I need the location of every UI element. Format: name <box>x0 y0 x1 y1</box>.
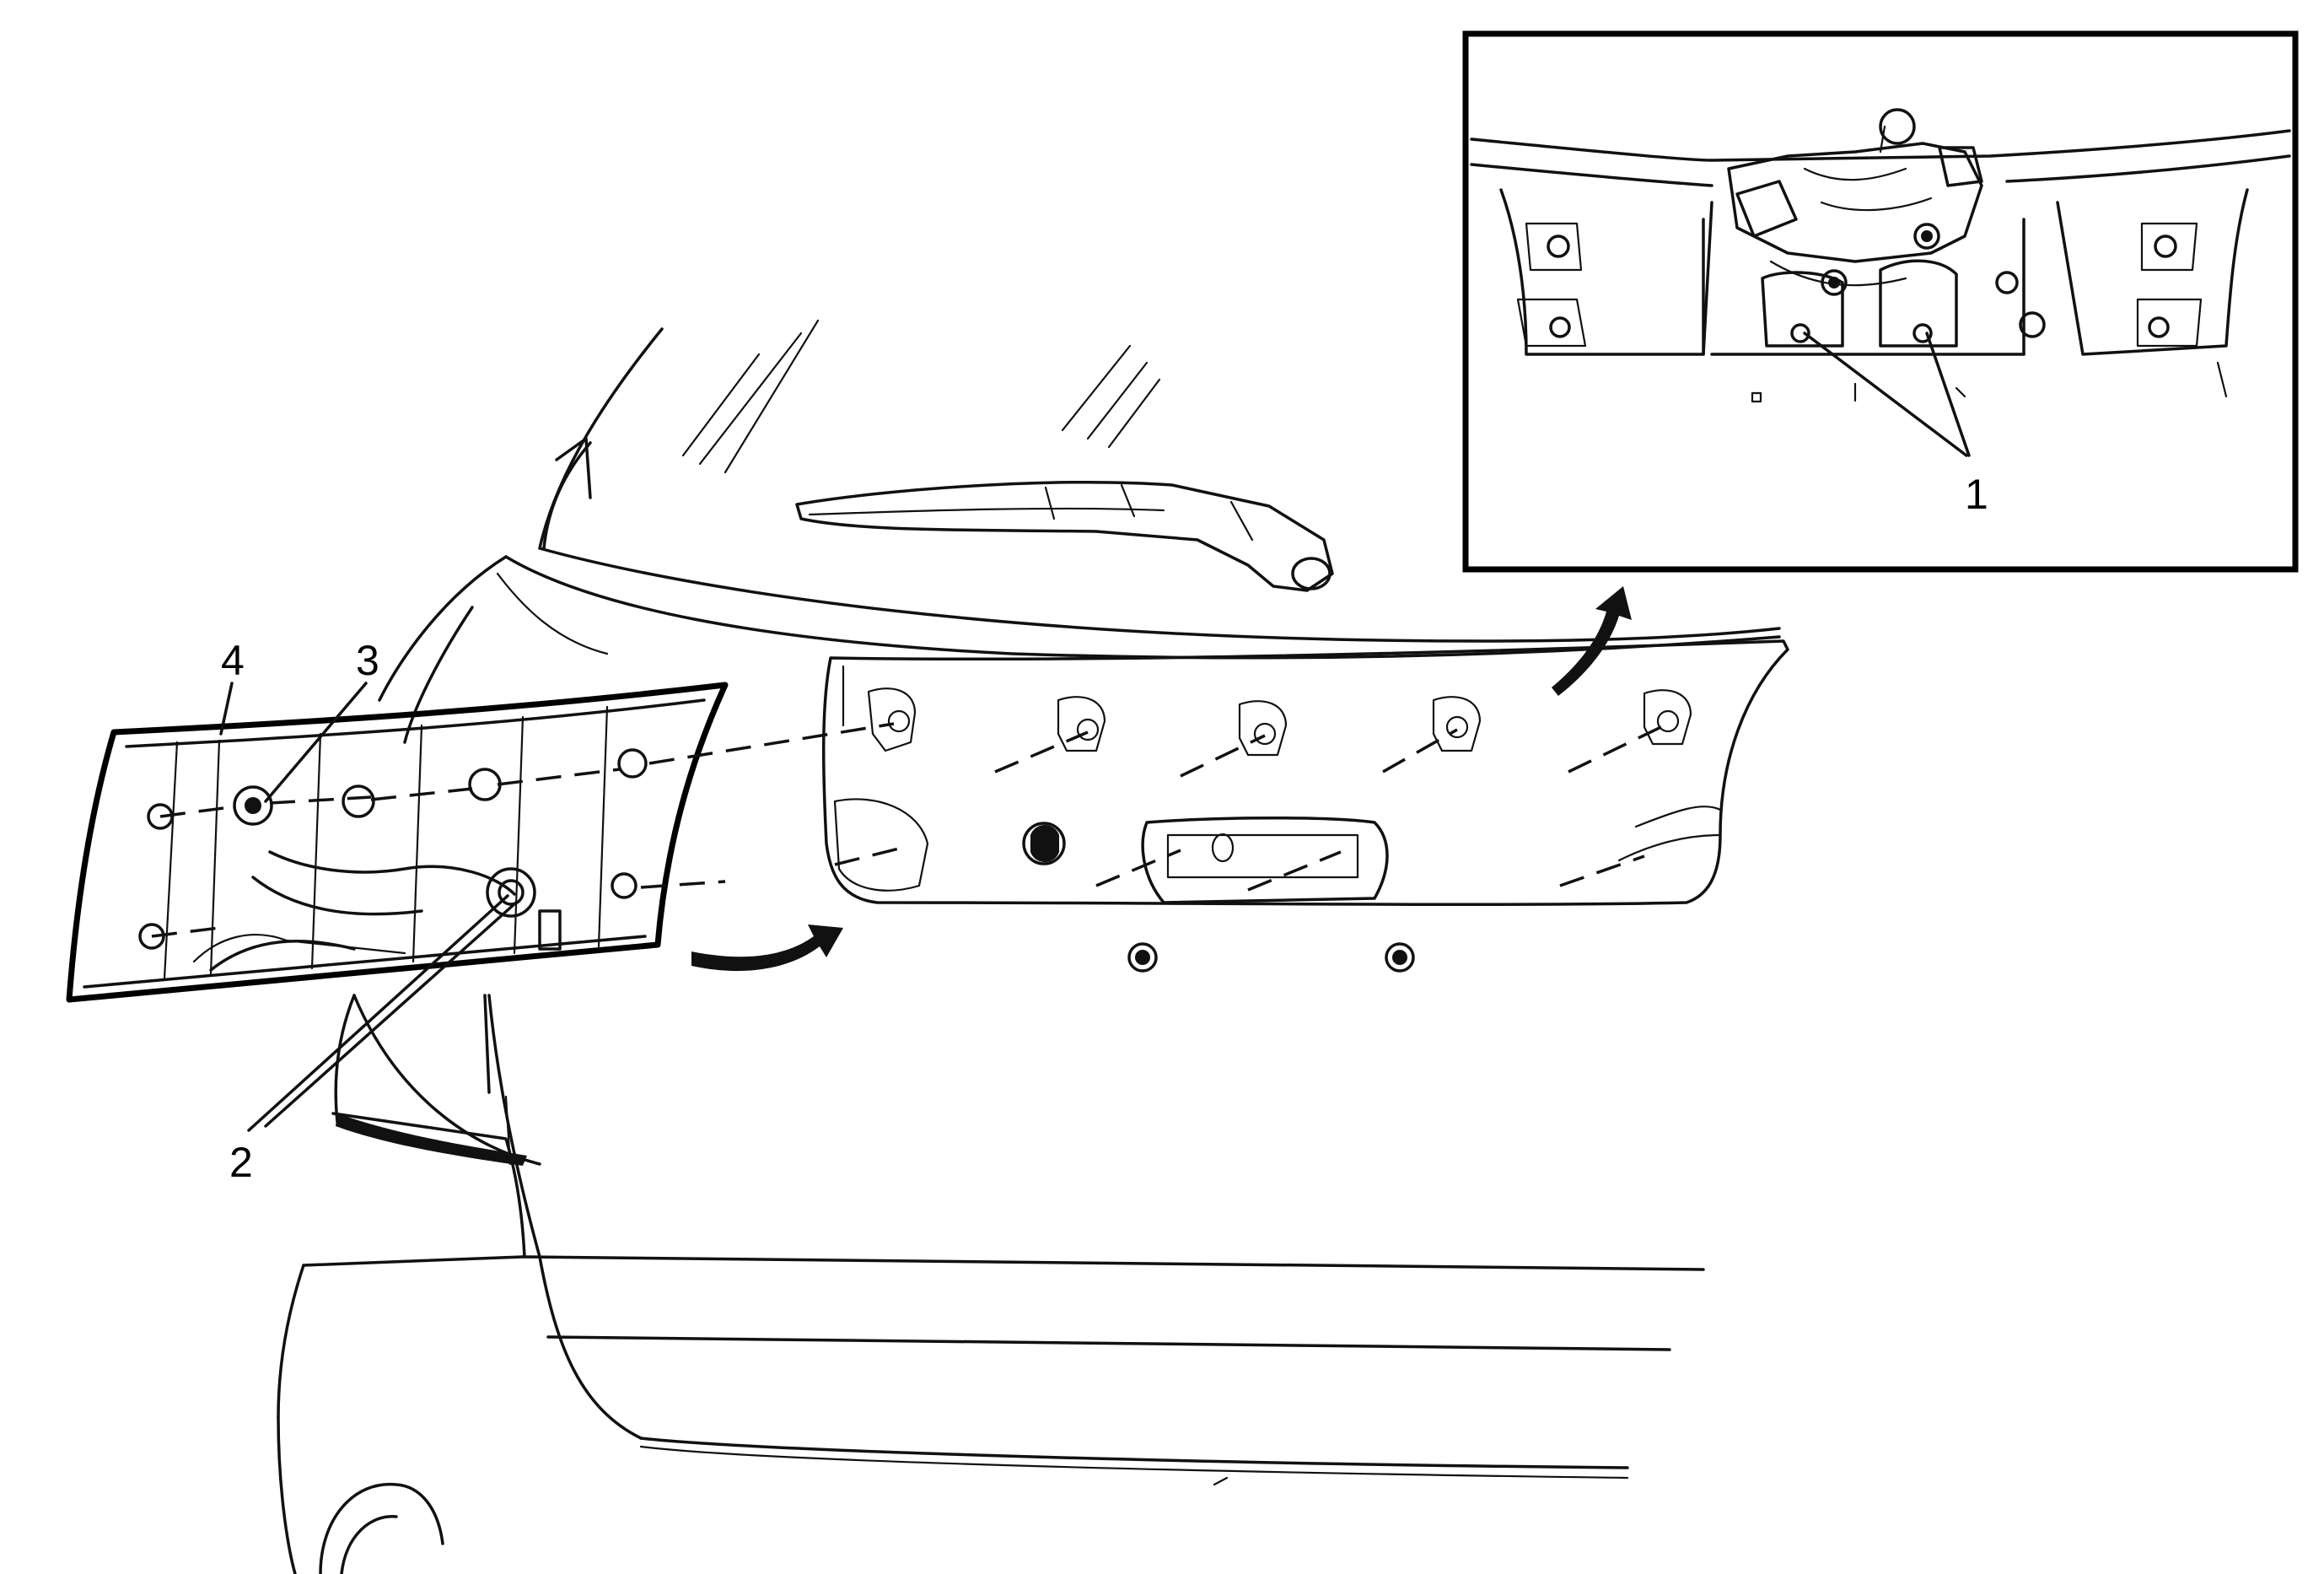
clip-pockets-top <box>867 687 1692 757</box>
direction-arrows <box>691 586 1632 972</box>
inset-detail-view <box>1462 30 2299 573</box>
alignment-lines <box>151 722 1669 938</box>
callout-1: 1 <box>1965 471 1988 518</box>
liftgate-inner-opening <box>821 639 1789 973</box>
liftgate-trim-panel <box>66 682 729 1003</box>
callout-4: 4 <box>221 637 245 684</box>
panel-retainer-clips <box>138 748 648 950</box>
callout-3: 3 <box>356 637 379 684</box>
rear-wiper-arm <box>795 481 1334 592</box>
callout-2: 2 <box>229 1139 253 1186</box>
leader-lines <box>219 682 518 1132</box>
retainer-nuts <box>1127 942 1415 973</box>
